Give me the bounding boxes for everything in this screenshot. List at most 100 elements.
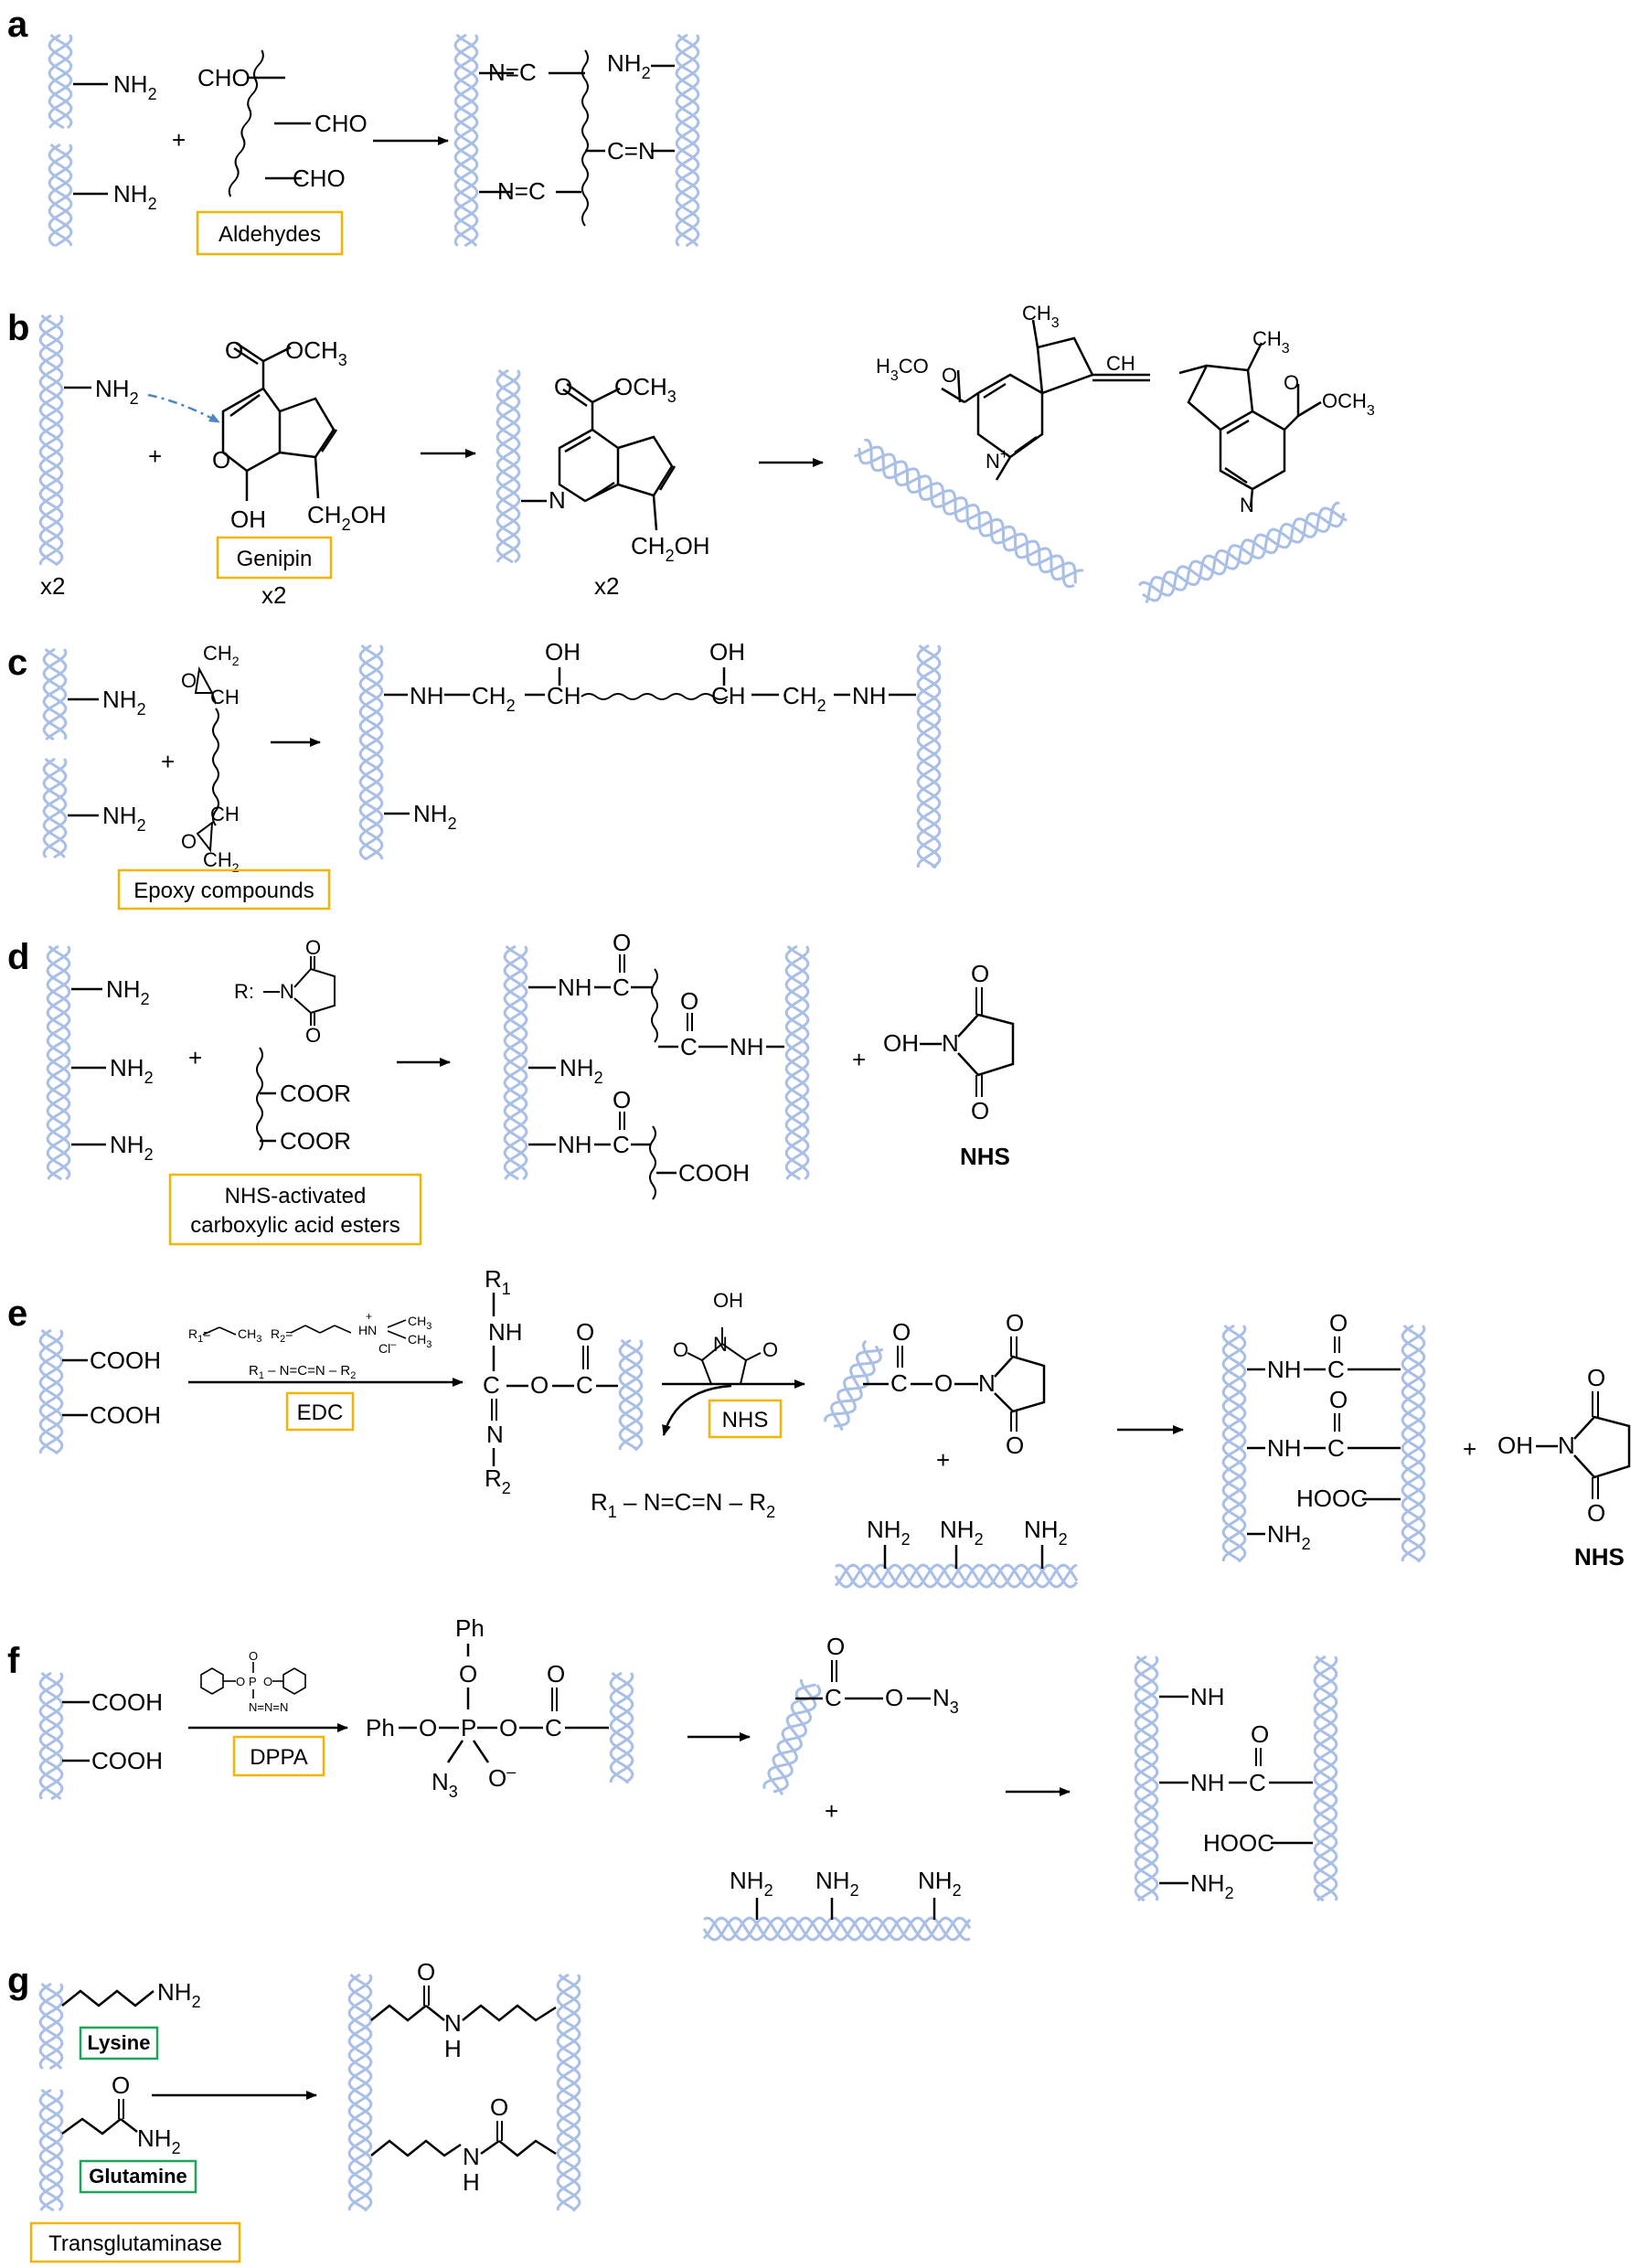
oxygen-label: O	[419, 1714, 437, 1741]
helix-chain	[702, 1916, 971, 1942]
helix-chain	[42, 757, 68, 858]
carbonyl-oxygen-label: O	[1329, 1386, 1348, 1413]
methoxy-label: OCH3	[285, 336, 347, 369]
amine-group-label: NH2	[106, 975, 150, 1008]
helix-chain	[1137, 501, 1340, 597]
helix-chain	[42, 758, 68, 859]
epoxide-oxygen-label: O	[181, 830, 197, 853]
reagent-box	[285, 1391, 355, 1432]
dppa-structure	[200, 1662, 306, 1698]
methylene-label: CH2	[783, 682, 826, 715]
amino-acid-box	[79, 2026, 159, 2060]
carbonyl-oxygen-label: O	[554, 373, 572, 400]
methylene-label: CH2	[203, 848, 240, 875]
lysine-amine-label: NH2	[157, 1978, 201, 2011]
helix-chain	[38, 1983, 64, 2071]
helix-chain	[675, 33, 700, 248]
collagen-strand	[38, 1328, 64, 1455]
carbonyl-oxygen-label: O	[680, 987, 698, 1015]
helix-chain	[864, 438, 1084, 581]
collagen-strand	[702, 1916, 972, 1942]
secondary-amine-label: NH	[852, 682, 887, 709]
carbodiimide-label: R1 – N=C=N – R2	[249, 1363, 356, 1381]
carbonyl-carbon-label: C	[613, 1131, 630, 1158]
oxide-label: O–	[488, 1762, 516, 1792]
amine-group-label: NH2	[113, 70, 157, 103]
hydroxyl-label: OH	[545, 638, 581, 665]
helix-chain	[38, 1328, 64, 1454]
helix-chain	[1145, 512, 1346, 604]
methine-label: CH	[1106, 352, 1135, 375]
helix-chain	[495, 369, 521, 563]
oxygen-label: O	[499, 1714, 517, 1741]
panel-g-letter: g	[7, 1961, 29, 2001]
amine-group-label: NH2	[918, 1867, 962, 1900]
amine-group-label: NH2	[95, 375, 139, 408]
amine-group-label: NH2	[940, 1516, 984, 1549]
carboxylic-acid-label: HOOC	[1296, 1485, 1368, 1512]
aldehyde-label: CHO	[314, 110, 368, 137]
nitrogen-label: N	[549, 486, 566, 514]
plus-sign: +	[161, 748, 175, 775]
stoichiometry-label: x2	[261, 581, 286, 609]
helix-chain	[556, 1974, 581, 2211]
helix-chain	[48, 143, 73, 247]
amide-oxygen-label: O	[490, 2093, 508, 2121]
helix-chain	[453, 33, 479, 248]
reagent-name-line2: carboxylic acid esters	[190, 1213, 400, 1238]
helix-chain	[618, 1338, 644, 1452]
helix-chain	[916, 644, 942, 869]
glutamine-carbonyl-oxygen-label: O	[112, 2071, 130, 2099]
methoxy-label: OCH3	[1322, 389, 1375, 419]
nhs-label: NHS	[960, 1143, 1010, 1170]
pyridinium-nitrogen-label: N+	[986, 447, 1008, 473]
helix-chain	[762, 1684, 822, 1789]
epoxide-oxygen-label: O	[181, 669, 197, 692]
helix-chain	[609, 1672, 634, 1784]
carbonyl-carbon-label: C	[576, 1371, 593, 1399]
carbonyl-oxygen-label: O	[305, 936, 321, 959]
azide-label: N3	[432, 1768, 458, 1801]
reagent-name: EDC	[297, 1400, 344, 1425]
helix-chain	[916, 644, 942, 869]
collagen-strand	[347, 1973, 373, 2212]
amide-n-label: N	[463, 2143, 480, 2170]
carbonyl-oxygen-label: O	[971, 960, 989, 987]
helix-chain	[38, 1671, 64, 1800]
helix-chain	[675, 34, 700, 248]
carbonyl-oxygen-label: O	[613, 1086, 631, 1113]
imine-n-label: N	[486, 1421, 504, 1448]
collagen-strand	[42, 647, 68, 741]
panel-a: a NH2 NH2 + CHO CHO CHO Aldehydes N=C NH…	[7, 5, 700, 256]
carboxylic-acid-label: COOH	[91, 1688, 163, 1716]
nucleophilic-attack-arrow	[147, 393, 220, 424]
collagen-strand	[358, 644, 384, 861]
hydroxyl-label: OH	[1497, 1432, 1533, 1459]
panel-d-letter: d	[7, 937, 29, 977]
carbonyl-carbon-label: C	[825, 1684, 842, 1711]
amide-nh-label: NH	[558, 974, 592, 1001]
free-amine-label: NH2	[559, 1054, 603, 1087]
enzyme-label: Transglutaminase	[48, 2231, 222, 2256]
collagen-strand	[618, 1338, 644, 1452]
helix-chain	[38, 314, 64, 566]
panel-e-letter: e	[7, 1294, 27, 1334]
ester-label: COOR	[280, 1080, 351, 1107]
byproduct-arrow	[662, 1384, 732, 1436]
amine-group-label: NH2	[113, 180, 157, 213]
helix-chain	[784, 945, 810, 1180]
carbonyl-oxygen-label: O	[1006, 1432, 1024, 1459]
carbonyl-carbon-label: C	[545, 1714, 562, 1741]
helix-chain	[38, 314, 64, 567]
carboxylic-acid-label: COOH	[678, 1159, 750, 1187]
collagen-strand	[762, 1678, 822, 1796]
phosphorus-label: P	[461, 1714, 476, 1741]
nitrogen-label: N	[280, 980, 294, 1003]
helix-chain	[1134, 1656, 1159, 1902]
free-amine-label: NH2	[1190, 1869, 1234, 1902]
plus-sign: +	[825, 1797, 838, 1825]
helix-chain	[453, 33, 479, 247]
helix-chain	[38, 1982, 64, 2071]
carboxylic-acid-label: COOH	[91, 1747, 163, 1774]
